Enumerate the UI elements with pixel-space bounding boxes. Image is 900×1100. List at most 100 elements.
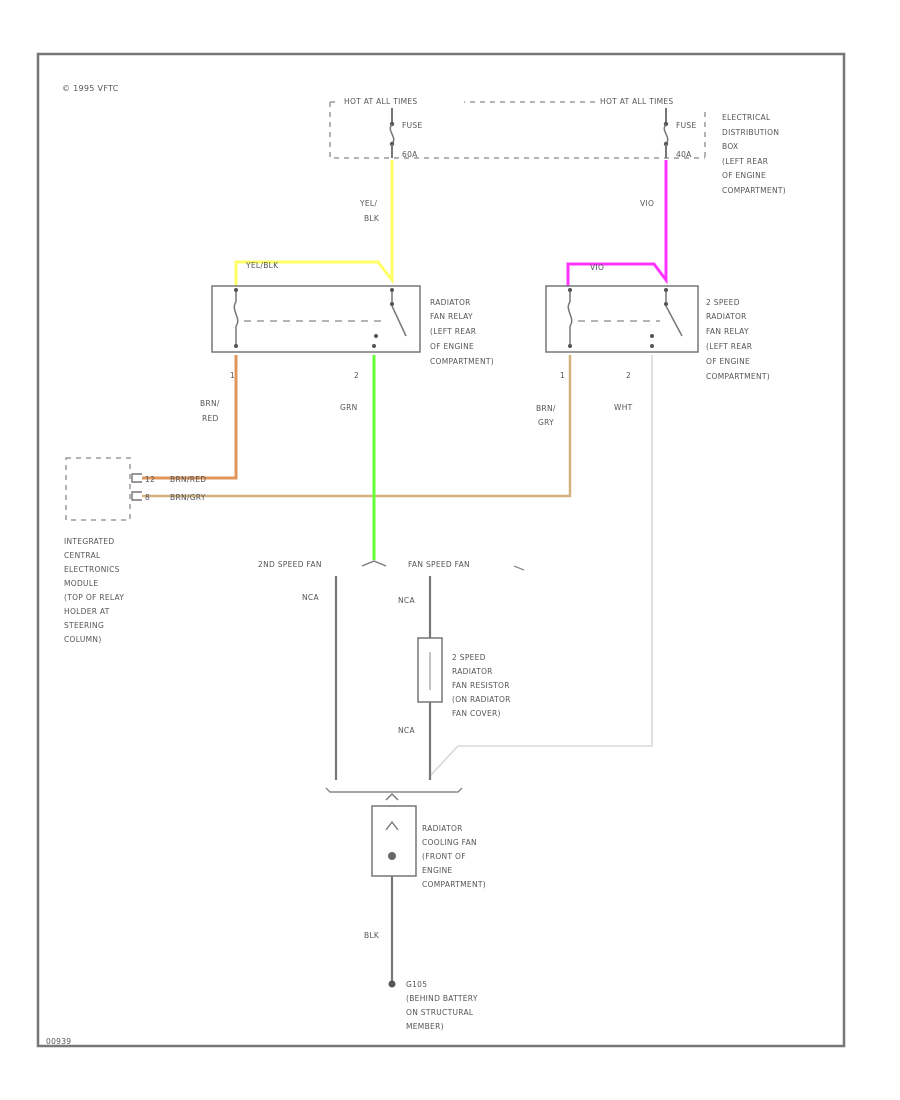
ground-label: G105 (BEHIND BATTERY ON STRUCTURAL MEMBE… [406, 980, 478, 1031]
module-label-line: (TOP OF RELAY [64, 593, 124, 602]
right-fuse-label: FUSE [676, 121, 697, 130]
wire-label-blk-ground: BLK [364, 931, 380, 940]
relay2-label-line: COMPARTMENT) [706, 372, 770, 381]
relay2-pin-dot [664, 288, 668, 292]
module-label-line: MODULE [64, 579, 98, 588]
relay1-pin-dot [372, 344, 376, 348]
left-fuse-rating: 60A [402, 150, 418, 159]
relay2-box [545, 285, 699, 353]
relay1-pin-dot [234, 288, 238, 292]
resistor-label-line: 2 SPEED [452, 653, 486, 662]
second-speed-label: 2ND SPEED FAN [258, 560, 322, 569]
integrated-central-electronics-module: 12 8 BRN/RED BRN/GRY INTEGRATED CENTRAL … [64, 457, 206, 644]
module-label-line: INTEGRATED [64, 537, 115, 546]
relay2-switch-contact [664, 302, 668, 306]
resistor-label-line: RADIATOR [452, 667, 493, 676]
module-label-line: CENTRAL [64, 551, 101, 560]
wire-label-nca-lower: NCA [398, 726, 415, 735]
hot-label-right: HOT AT ALL TIMES [600, 97, 673, 106]
relay2-label: 2 SPEED RADIATOR FAN RELAY (LEFT REAR OF… [706, 298, 770, 381]
fan-motor-symbol [385, 820, 399, 831]
relay1-switch-blade [391, 305, 407, 337]
location-line: ELECTRICAL [722, 113, 771, 122]
relay1-switch-contact [374, 334, 378, 338]
relay2-pin2: 2 [626, 371, 631, 380]
fan-connector-pins [385, 793, 399, 801]
wire-label-blk: BLK [364, 214, 380, 223]
wire-label-vio-relay: VIO [590, 263, 604, 272]
location-line: COMPARTMENT) [722, 186, 786, 195]
ground-label-line: ON STRUCTURAL [406, 1008, 474, 1017]
wire-label-nca-mid: NCA [398, 596, 415, 605]
relay1-pin-dot [234, 344, 238, 348]
fan-label-line: COMPARTMENT) [422, 880, 486, 889]
wire-label-vio: VIO [640, 199, 654, 208]
diagram-frame [36, 52, 846, 1048]
two-speed-fan-relay: 1 2 2 SPEED RADIATOR FAN RELAY (LEFT REA… [545, 285, 770, 381]
module-label-line: HOLDER AT [64, 607, 110, 616]
relay1-switch-contact [390, 302, 394, 306]
resistor-label-line: FAN RESISTOR [452, 681, 510, 690]
fuse-box-hot-label-bg [340, 96, 464, 108]
wire-wht [429, 355, 653, 777]
resistor-label-line: (ON RADIATOR [452, 695, 511, 704]
fan-label-line: ENGINE [422, 866, 453, 875]
wire-vio [566, 160, 668, 288]
relay1-box [211, 285, 421, 353]
wire-label-grn: GRN [340, 403, 358, 412]
speed-line-right [513, 565, 525, 571]
relay2-switch-contact [650, 334, 654, 338]
module-pin-b-label: 8 [145, 493, 150, 502]
fuse-box-hot-label-bg [596, 96, 720, 108]
relay1-label: RADIATOR FAN RELAY (LEFT REAR OF ENGINE … [430, 298, 494, 366]
left-fuse-symbol [389, 123, 395, 145]
relay1-pin1: 1 [230, 371, 235, 380]
wire-label-brn-gry-module: BRN/GRY [170, 493, 206, 502]
first-speed-label: FAN SPEED FAN [408, 560, 470, 569]
ground-label-line: G105 [406, 980, 427, 989]
module-label-line: ELECTRONICS [64, 565, 120, 574]
relay2-label-line: (LEFT REAR [706, 342, 752, 351]
relay2-label-line: OF ENGINE [706, 357, 750, 366]
location-line: DISTRIBUTION [722, 128, 779, 137]
wire-label-gry: GRY [538, 418, 554, 427]
relay1-label-line: (LEFT REAR [430, 327, 476, 336]
fan-label-line: COOLING FAN [422, 838, 477, 847]
hot-label-left: HOT AT ALL TIMES [344, 97, 417, 106]
module-pin-a [131, 473, 142, 483]
wire-label-brn-red-module: BRN/RED [170, 475, 206, 484]
location-line: OF ENGINE [722, 171, 766, 180]
right-fuse-symbol [663, 123, 669, 145]
speed-junction [361, 560, 387, 567]
fan-label-line: RADIATOR [422, 824, 463, 833]
relay1-pin2: 2 [354, 371, 359, 380]
relay2-pin1: 1 [560, 371, 565, 380]
fuse-box: HOT AT ALL TIMES HOT AT ALL TIMES FUSE 6… [329, 96, 786, 195]
wire-label-brn: BRN/ [200, 399, 220, 408]
relay2-pin-dot [650, 344, 654, 348]
ground-point-icon [388, 980, 396, 988]
wire-label-nca-left: NCA [302, 593, 319, 602]
relay2-switch-blade [665, 305, 683, 337]
relay2-pin-dot [568, 344, 572, 348]
resistor-label-line: FAN COVER) [452, 709, 501, 718]
module-label-line: STEERING [64, 621, 104, 630]
location-line: (LEFT REAR [722, 157, 768, 166]
relay2-label-line: RADIATOR [706, 312, 747, 321]
wire-brn-red [142, 355, 238, 480]
wire-label-red: RED [202, 414, 219, 423]
two-speed-fan-resistor: 2 SPEED RADIATOR FAN RESISTOR (ON RADIAT… [417, 637, 511, 718]
relay2-label-line: 2 SPEED [706, 298, 740, 307]
relay2-coil [567, 301, 573, 327]
relay2-label-line: FAN RELAY [706, 327, 749, 336]
module-label-line: COLUMN) [64, 635, 102, 644]
module-pin-b [131, 491, 142, 501]
relay1-coil [233, 301, 239, 327]
copyright-text: © 1995 VFTC [62, 84, 119, 93]
ground-label-line: MEMBER) [406, 1022, 444, 1031]
relay1-label-line: RADIATOR [430, 298, 471, 307]
fan-label-line: (FRONT OF [422, 852, 466, 861]
radiator-cooling-fan: RADIATOR COOLING FAN (FRONT OF ENGINE CO… [371, 805, 486, 889]
fuse-box-location: ELECTRICAL DISTRIBUTION BOX (LEFT REAR O… [722, 113, 786, 195]
